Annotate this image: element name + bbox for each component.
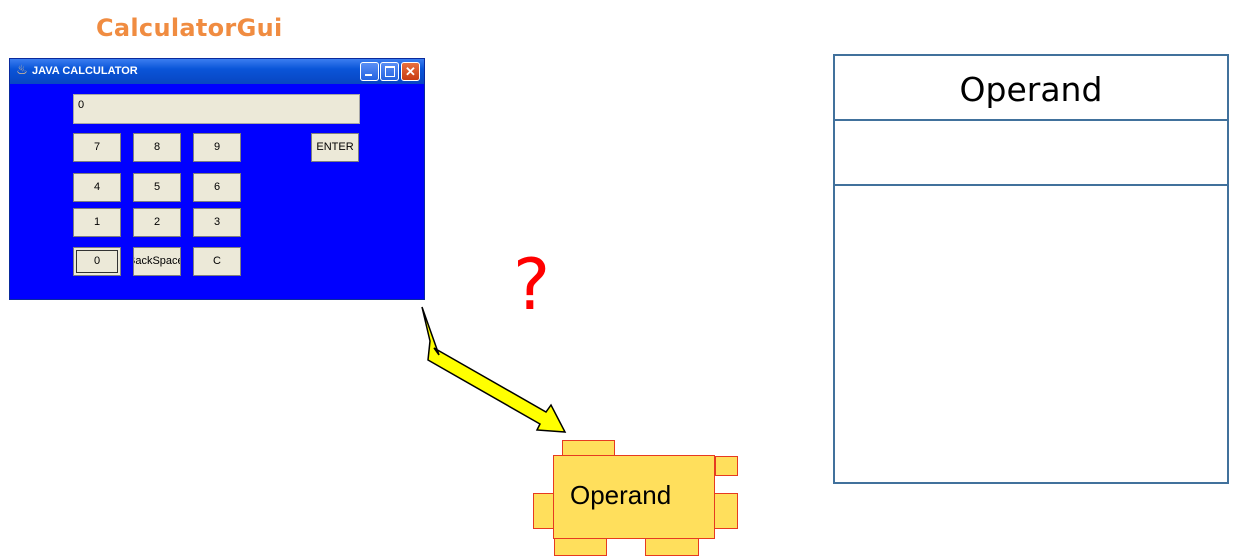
maximize-icon [385,66,395,77]
window-titlebar[interactable]: ♨ JAVA CALCULATOR ✕ [10,59,424,84]
key-6[interactable]: 6 [193,173,241,202]
operand-puzzle-piece [533,440,738,558]
question-mark: ? [513,244,551,326]
puzzle-tab-bottom-right [645,538,699,556]
uml-methods-compartment [835,186,1227,482]
puzzle-tab-left [533,493,555,529]
calculator-gui-label: CalculatorGui [96,14,283,42]
puzzle-tab-right [713,493,738,529]
maximize-button[interactable] [380,62,399,81]
key-0[interactable]: 0 [73,247,121,276]
window-title: JAVA CALCULATOR [32,65,138,77]
key-8[interactable]: 8 [133,133,181,162]
puzzle-body [553,455,715,539]
uml-attributes-compartment [835,121,1227,186]
clear-button[interactable]: C [193,247,241,276]
key-4[interactable]: 4 [73,173,121,202]
calculator-display[interactable]: 0 [73,94,360,124]
key-7[interactable]: 7 [73,133,121,162]
uml-class-name: Operand [959,70,1103,109]
key-2[interactable]: 2 [133,208,181,237]
puzzle-tab-top [562,440,615,456]
close-icon: ✕ [405,64,416,79]
key-5[interactable]: 5 [133,173,181,202]
enter-button[interactable]: ENTER [311,133,359,162]
minimize-icon [365,74,372,76]
minimize-button[interactable] [360,62,379,81]
double-arrow-connector [421,306,567,433]
puzzle-tab-bottom-left [554,538,607,556]
backspace-button[interactable]: BackSpace [133,247,181,276]
uml-class-box: Operand [833,54,1229,484]
key-3[interactable]: 3 [193,208,241,237]
key-1[interactable]: 1 [73,208,121,237]
key-9[interactable]: 9 [193,133,241,162]
puzzle-piece-label: Operand [570,480,672,510]
close-button[interactable]: ✕ [401,62,420,81]
calculator-window: ♨ JAVA CALCULATOR ✕ 0 7 8 9 ENTER 4 5 6 … [9,58,425,300]
uml-name-compartment: Operand [835,56,1227,121]
puzzle-tab-right-top [715,456,738,476]
java-cup-icon: ♨ [16,63,28,78]
